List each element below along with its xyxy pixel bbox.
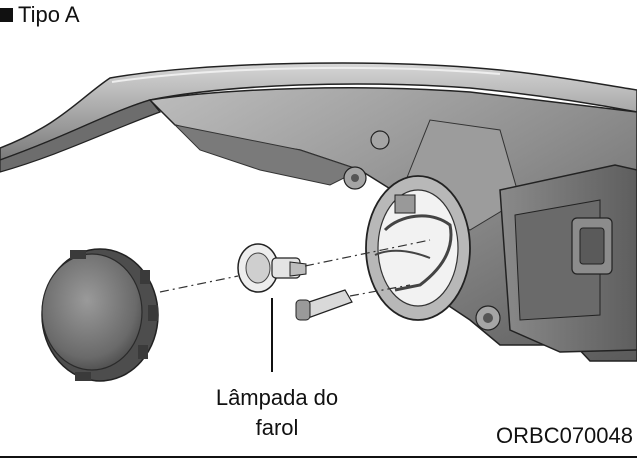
side-bulb — [295, 289, 353, 321]
bulb-callout-label: Lâmpada do farol — [192, 383, 362, 443]
diagram-title-text: Tipo A — [18, 2, 80, 27]
diagram-title: Tipo A — [0, 2, 80, 28]
dust-cap — [41, 248, 159, 382]
bottom-divider — [0, 456, 637, 458]
callout-line-2: farol — [255, 415, 299, 440]
alignment-lines — [159, 239, 431, 297]
headlamp-bulb — [237, 243, 307, 293]
callout-line-1: Lâmpada do — [215, 385, 339, 410]
figure-code: ORBC070048 — [496, 423, 633, 448]
bulb-socket-opening — [365, 175, 471, 321]
headlamp-housing — [148, 87, 637, 362]
square-bullet-icon — [0, 8, 13, 22]
